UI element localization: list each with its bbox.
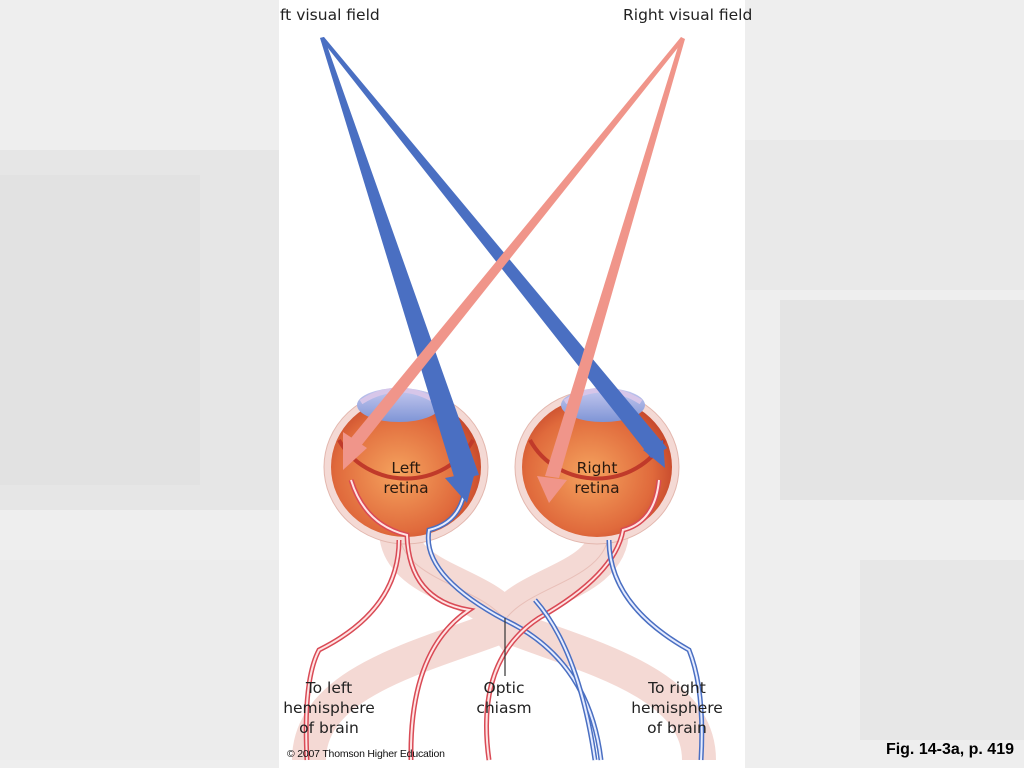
visual-pathway-diagram xyxy=(292,37,716,762)
right-retina-line-1: Right xyxy=(576,459,618,477)
optic-chiasm-line-1: Optic xyxy=(483,679,525,697)
left-retina-line-2: retina xyxy=(383,479,429,497)
to-right-line-1: To right xyxy=(648,679,706,697)
to-left-line-2: hemisphere xyxy=(283,699,375,717)
to-right-hemisphere-label: To right hemisphere of brain xyxy=(629,678,725,738)
optic-chiasm-label: Optic chiasm xyxy=(469,678,539,718)
to-right-line-2: hemisphere xyxy=(631,699,723,717)
left-visual-field-label: ft visual field xyxy=(280,6,380,24)
optic-chiasm-line-2: chiasm xyxy=(476,699,532,717)
to-right-line-3: of brain xyxy=(647,719,707,737)
figure-caption: Fig. 14-3a, p. 419 xyxy=(885,741,1014,758)
right-retina-label: Right retina xyxy=(562,458,632,498)
to-left-line-1: To left xyxy=(305,679,353,697)
right-retina-line-2: retina xyxy=(574,479,620,497)
left-retina-line-1: Left xyxy=(391,459,421,477)
to-left-line-3: of brain xyxy=(299,719,359,737)
left-retina-label: Left retina xyxy=(371,458,441,498)
right-field-arrow-to-left-eye xyxy=(343,37,684,470)
figure-panel: ft visual field Right visual field Left … xyxy=(279,0,752,768)
right-visual-field-label: Right visual field xyxy=(623,6,753,24)
to-left-hemisphere-label: To left hemisphere of brain xyxy=(281,678,377,738)
left-field-arrow-to-left-eye xyxy=(320,37,479,503)
right-field-arrow-to-right-eye xyxy=(537,37,685,503)
nerve-fibers xyxy=(303,479,705,761)
left-field-arrow-to-right-eye xyxy=(320,37,667,468)
copyright-notice: © 2007 Thomson Higher Education xyxy=(287,748,445,760)
